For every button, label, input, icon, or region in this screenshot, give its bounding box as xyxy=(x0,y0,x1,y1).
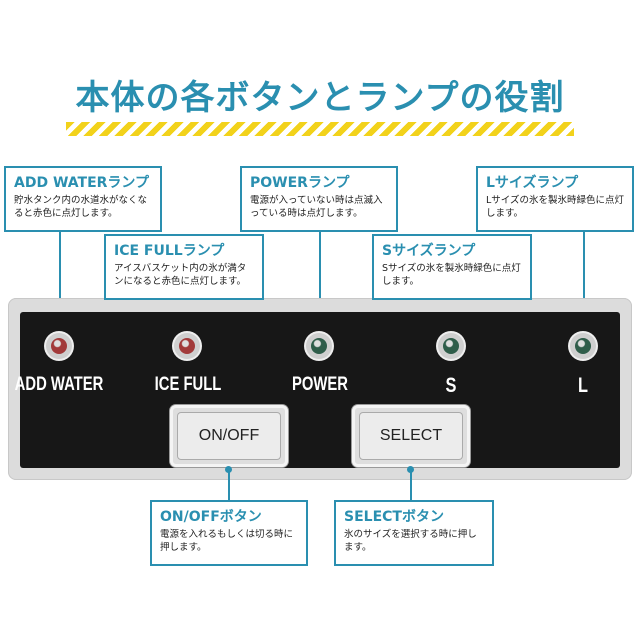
l-size-label: L xyxy=(577,374,588,397)
connector-onoff xyxy=(228,470,230,500)
connector-add-water xyxy=(59,230,61,342)
ice-full-lamp xyxy=(174,333,200,359)
power-lamp xyxy=(306,333,332,359)
ice-full-label: ICE FULL xyxy=(154,374,222,395)
callout-onoff: ON/OFFボタン 電源を入れるもしくは切る時に押します。 xyxy=(150,500,308,566)
callout-select-desc: 氷のサイズを選択する時に押します。 xyxy=(344,529,477,553)
connector-power xyxy=(319,230,321,342)
on-off-button-label: ON/OFF xyxy=(177,412,281,460)
connector-dot-select xyxy=(407,466,414,473)
callout-power-title: POWERランプ xyxy=(250,175,350,191)
page-title: 本体の各ボタンとランプの役割 xyxy=(75,78,565,118)
add-water-lamp-light xyxy=(51,338,67,354)
callout-s-size: Sサイズランプ Sサイズの氷を製氷時緑色に点灯します。 xyxy=(372,234,532,300)
s-size-lamp-light xyxy=(443,338,459,354)
add-water-label: ADD WATER xyxy=(14,374,104,395)
callout-l-size-title: Lサイズランプ xyxy=(486,175,579,191)
select-button[interactable]: SELECT xyxy=(352,405,470,467)
power-label: POWER xyxy=(292,374,348,395)
connector-l xyxy=(583,230,585,342)
s-size-lamp xyxy=(438,333,464,359)
title-underline-stripe xyxy=(66,122,574,136)
callout-power-desc: 電源が入っていない時は点滅入っている時は点灯します。 xyxy=(250,195,383,219)
callout-ice-full: ICE FULLランプ アイスバスケット内の氷が満タンになると赤色に点灯します。 xyxy=(104,234,264,300)
callout-add-water-title: ADD WATERランプ xyxy=(14,175,149,191)
callout-select: SELECTボタン 氷のサイズを選択する時に押します。 xyxy=(334,500,494,566)
callout-add-water: ADD WATERランプ 貯水タンク内の水道水がなくなると赤色に点灯します。 xyxy=(4,166,162,232)
callout-l-size-desc: Lサイズの氷を製氷時緑色に点灯します。 xyxy=(486,195,625,219)
callout-s-size-title: Sサイズランプ xyxy=(382,243,476,259)
add-water-lamp xyxy=(46,333,72,359)
callout-onoff-title: ON/OFFボタン xyxy=(160,509,262,525)
callout-ice-full-title: ICE FULLランプ xyxy=(114,243,225,259)
callout-add-water-desc: 貯水タンク内の水道水がなくなると赤色に点灯します。 xyxy=(14,195,148,219)
callout-power: POWERランプ 電源が入っていない時は点滅入っている時は点灯します。 xyxy=(240,166,398,232)
callout-ice-full-desc: アイスバスケット内の氷が満タンになると赤色に点灯します。 xyxy=(114,263,247,287)
l-size-lamp-light xyxy=(575,338,591,354)
power-lamp-light xyxy=(311,338,327,354)
select-button-label: SELECT xyxy=(359,412,463,460)
s-size-label: S xyxy=(445,374,457,397)
callout-onoff-desc: 電源を入れるもしくは切る時に押します。 xyxy=(160,529,294,553)
connector-dot-onoff xyxy=(225,466,232,473)
callout-l-size: Lサイズランプ Lサイズの氷を製氷時緑色に点灯します。 xyxy=(476,166,634,232)
ice-full-lamp-light xyxy=(179,338,195,354)
callout-s-size-desc: Sサイズの氷を製氷時緑色に点灯します。 xyxy=(382,263,521,287)
callout-select-title: SELECTボタン xyxy=(344,509,444,525)
l-size-lamp xyxy=(570,333,596,359)
on-off-button[interactable]: ON/OFF xyxy=(170,405,288,467)
connector-select xyxy=(410,470,412,500)
